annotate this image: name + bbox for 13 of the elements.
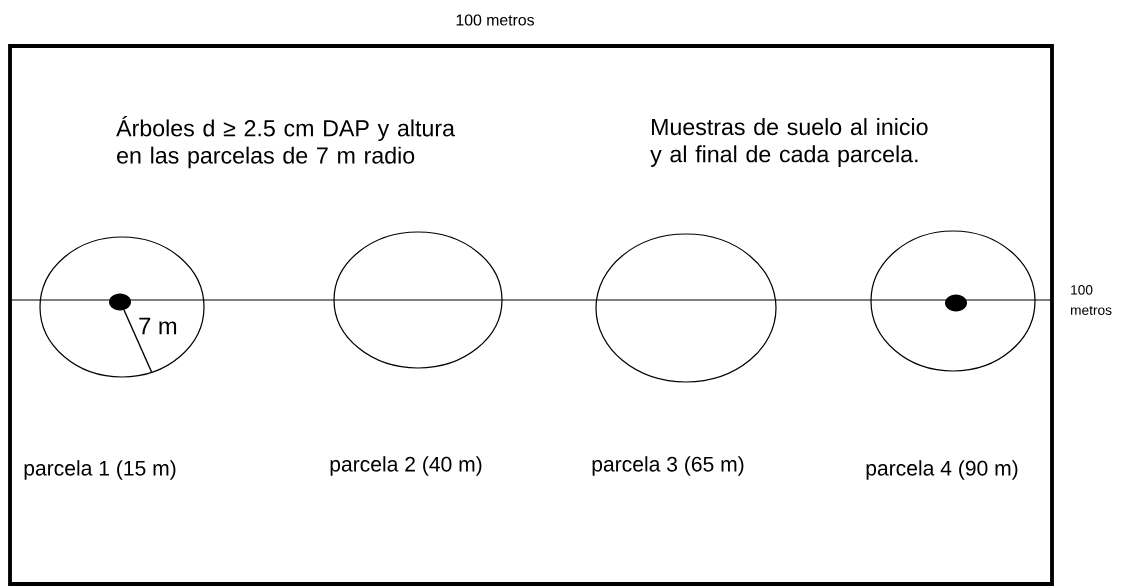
plot-circle — [333, 231, 503, 369]
distance-label: 100 metros — [456, 14, 534, 26]
plot-label: parcela 4 (90 m) — [866, 460, 1018, 480]
plot-circle — [595, 233, 777, 383]
plot-circle — [870, 230, 1036, 372]
radius-label: 7 m — [139, 317, 177, 335]
note-text: Muestras de suelo al inicio y al final de cada parcela. — [650, 118, 928, 167]
plot-label: parcela 3 (65 m) — [592, 456, 744, 476]
distance-label: 100 metros — [1071, 285, 1112, 315]
plot-label: parcela 1 (15 m) — [24, 460, 176, 480]
plot-circle — [39, 236, 205, 378]
plot-label: parcela 2 (40 m) — [330, 456, 482, 476]
note-text: Árboles d ≥ 2.5 cm DAP y altura en las parcelas de 7 m radio — [116, 116, 455, 169]
